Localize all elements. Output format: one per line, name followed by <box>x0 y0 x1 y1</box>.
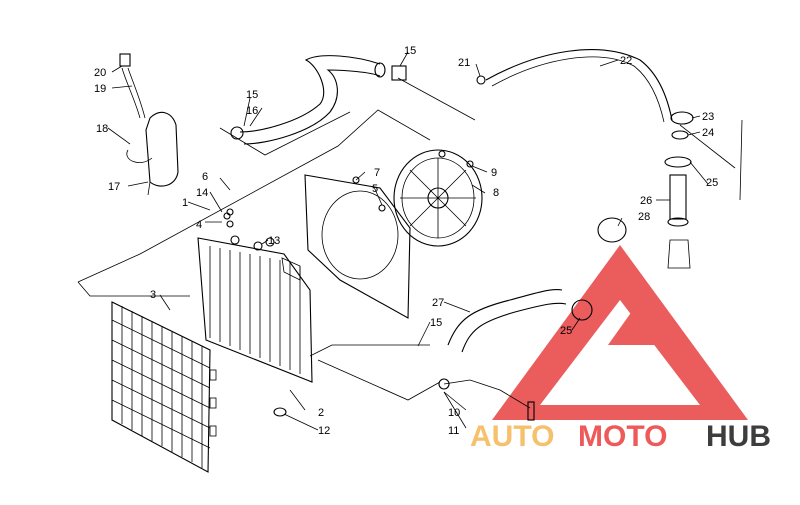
hose-clamp <box>597 217 627 243</box>
lower-hose <box>447 288 593 353</box>
part-label-13: 13 <box>268 235 280 247</box>
part-label-2: 2 <box>318 407 324 419</box>
watermark-moto: MOTO <box>578 420 667 453</box>
drain-plug <box>273 407 287 417</box>
part-label-25-upper: 25 <box>706 177 718 189</box>
part-label-27: 27 <box>432 297 444 309</box>
part-label-15-top: 15 <box>404 45 416 57</box>
part-label-22: 22 <box>620 55 632 67</box>
watermark-logo-icon <box>492 245 748 420</box>
part-label-19: 19 <box>94 83 106 95</box>
part-label-25-lower: 25 <box>560 325 572 337</box>
part-label-21: 21 <box>458 57 470 69</box>
overflow-bottle <box>119 53 179 196</box>
cooling-fan <box>393 149 483 247</box>
part-label-24: 24 <box>702 127 714 139</box>
temp-sensor-wire <box>438 378 535 421</box>
part-label-1: 1 <box>182 197 188 209</box>
part-label-28: 28 <box>638 211 650 223</box>
overflow-tube <box>476 49 673 123</box>
part-label-15-upper: 15 <box>246 89 258 101</box>
part-label-23: 23 <box>702 111 714 123</box>
part-label-7: 7 <box>374 167 380 179</box>
part-label-11: 11 <box>448 425 459 437</box>
part-label-15-lower: 15 <box>430 317 442 329</box>
part-label-16: 16 <box>246 105 258 117</box>
part-number-labels: 1 2 3 4 5 6 7 8 9 10 11 12 13 14 15 15 1… <box>94 45 718 437</box>
part-label-6: 6 <box>202 171 208 183</box>
part-label-18: 18 <box>96 123 108 135</box>
part-label-17: 17 <box>108 181 120 193</box>
watermark-hub: HUB <box>706 420 771 453</box>
leader-lines <box>107 51 709 431</box>
watermark-text: AUTO MOTO HUB <box>470 420 771 453</box>
watermark-auto: AUTO <box>470 420 554 453</box>
upper-hose <box>230 55 407 145</box>
part-label-5: 5 <box>372 183 378 195</box>
fasteners <box>223 150 474 247</box>
part-label-8: 8 <box>493 187 499 199</box>
radiator-screen <box>111 301 217 473</box>
part-label-4: 4 <box>196 219 202 231</box>
part-label-9: 9 <box>491 167 497 179</box>
fan-shroud <box>304 174 411 319</box>
radiator <box>197 235 313 383</box>
part-label-10: 10 <box>448 407 460 419</box>
part-label-14: 14 <box>196 187 208 199</box>
frame-outline <box>77 77 743 401</box>
part-label-20: 20 <box>94 67 106 79</box>
part-label-3: 3 <box>150 289 156 301</box>
filler-neck-assembly <box>664 111 694 269</box>
part-label-26: 26 <box>640 195 652 207</box>
part-label-12: 12 <box>318 425 330 437</box>
